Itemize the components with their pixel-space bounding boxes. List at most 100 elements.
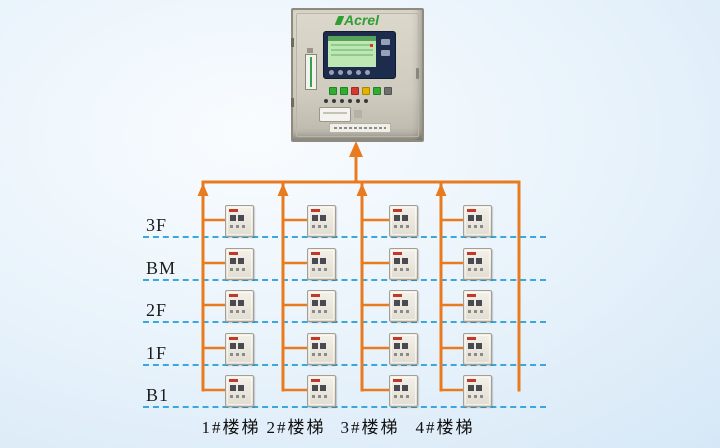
printer-slot bbox=[319, 107, 351, 122]
device-vents bbox=[394, 268, 411, 271]
device-indicator-window bbox=[238, 258, 244, 264]
staircase-label: 1#楼梯 bbox=[201, 418, 261, 437]
device-indicator-window bbox=[230, 343, 236, 349]
device-brand-mark bbox=[229, 252, 238, 255]
device-indicator-window bbox=[468, 343, 474, 349]
device-indicator-window bbox=[320, 258, 326, 264]
device-indicator-window bbox=[468, 258, 474, 264]
device-brand-mark bbox=[229, 337, 238, 340]
device-indicator-window bbox=[402, 215, 408, 221]
device-indicator-window bbox=[468, 215, 474, 221]
device-brand-mark bbox=[393, 252, 402, 255]
device-indicator-window bbox=[394, 300, 400, 306]
screen-row bbox=[331, 44, 373, 46]
floor-divider-line bbox=[143, 364, 546, 366]
floor-label: 2F bbox=[146, 300, 168, 320]
device-indicator-window bbox=[230, 385, 236, 391]
device-vents bbox=[312, 395, 329, 398]
floor-divider-line bbox=[143, 279, 546, 281]
device-indicator-window bbox=[312, 215, 318, 221]
floor-label: B1 bbox=[146, 385, 170, 405]
device-indicator-window bbox=[230, 258, 236, 264]
device-brand-mark bbox=[467, 379, 476, 382]
floor-divider-line bbox=[143, 236, 546, 238]
screen-row bbox=[331, 49, 373, 51]
device-brand-mark bbox=[393, 294, 402, 297]
device-indicator-window bbox=[312, 385, 318, 391]
bezel-key[interactable] bbox=[356, 70, 361, 75]
bezel-key[interactable] bbox=[338, 70, 343, 75]
panel-button[interactable] bbox=[348, 99, 352, 103]
device-indicator-window bbox=[230, 300, 236, 306]
device-indicator-window bbox=[402, 258, 408, 264]
branch-monitor-device bbox=[307, 290, 336, 322]
device-indicator-window bbox=[476, 385, 482, 391]
device-vents bbox=[468, 353, 485, 356]
floor-label: 3F bbox=[146, 215, 168, 235]
device-brand-mark bbox=[311, 294, 320, 297]
bezel-key[interactable] bbox=[329, 70, 334, 75]
panel-button[interactable] bbox=[324, 99, 328, 103]
device-vents bbox=[468, 310, 485, 313]
floor-divider-line bbox=[143, 321, 546, 323]
device-brand-mark bbox=[393, 379, 402, 382]
panel-button[interactable] bbox=[356, 99, 360, 103]
device-brand-mark bbox=[229, 209, 238, 212]
staircase-label: 2#楼梯 bbox=[266, 418, 326, 437]
device-indicator-window bbox=[230, 215, 236, 221]
device-brand-mark bbox=[311, 379, 320, 382]
device-brand-mark bbox=[467, 337, 476, 340]
device-vents bbox=[312, 225, 329, 228]
device-vents bbox=[230, 268, 247, 271]
door-hinge bbox=[291, 98, 294, 107]
panel-button[interactable] bbox=[340, 99, 344, 103]
device-vents bbox=[468, 395, 485, 398]
device-indicator-window bbox=[476, 300, 482, 306]
device-indicator-window bbox=[394, 215, 400, 221]
branch-monitor-device bbox=[307, 205, 336, 237]
device-indicator-window bbox=[238, 300, 244, 306]
device-indicator-window bbox=[312, 258, 318, 264]
door-hinge bbox=[291, 38, 294, 47]
status-led bbox=[329, 87, 337, 95]
staircase-label: 4#楼梯 bbox=[415, 418, 475, 437]
device-indicator-window bbox=[402, 343, 408, 349]
panel-button[interactable] bbox=[332, 99, 336, 103]
branch-monitor-device bbox=[463, 333, 492, 365]
indicator-led-row bbox=[329, 87, 392, 95]
screen-header-bar bbox=[328, 36, 376, 41]
device-vents bbox=[230, 395, 247, 398]
device-indicator-window bbox=[476, 215, 482, 221]
device-indicator-window bbox=[320, 300, 326, 306]
device-brand-mark bbox=[311, 209, 320, 212]
device-brand-mark bbox=[467, 209, 476, 212]
bezel-key-row[interactable] bbox=[329, 70, 370, 75]
aux-module bbox=[354, 110, 362, 118]
device-brand-mark bbox=[311, 337, 320, 340]
screen-bezel bbox=[323, 31, 396, 79]
device-brand-mark bbox=[393, 337, 402, 340]
bezel-key[interactable] bbox=[365, 70, 370, 75]
device-brand-mark bbox=[393, 209, 402, 212]
branch-monitor-device bbox=[389, 290, 418, 322]
device-indicator-window bbox=[394, 385, 400, 391]
device-indicator-window bbox=[320, 343, 326, 349]
status-led bbox=[384, 87, 392, 95]
device-indicator-window bbox=[402, 300, 408, 306]
gauge-cap bbox=[307, 48, 313, 53]
device-brand-mark bbox=[229, 379, 238, 382]
bezel-side-button[interactable] bbox=[381, 39, 390, 45]
panel-button[interactable] bbox=[364, 99, 368, 103]
bezel-side-button[interactable] bbox=[381, 50, 390, 56]
panel-button-row[interactable] bbox=[324, 99, 368, 103]
device-indicator-window bbox=[312, 300, 318, 306]
device-vents bbox=[468, 268, 485, 271]
floor-label: 1F bbox=[146, 343, 168, 363]
branch-monitor-device bbox=[463, 205, 492, 237]
bezel-key[interactable] bbox=[347, 70, 352, 75]
branch-monitor-device bbox=[389, 248, 418, 280]
device-vents bbox=[394, 353, 411, 356]
brand-text: Acrel bbox=[343, 12, 380, 28]
device-indicator-window bbox=[402, 385, 408, 391]
